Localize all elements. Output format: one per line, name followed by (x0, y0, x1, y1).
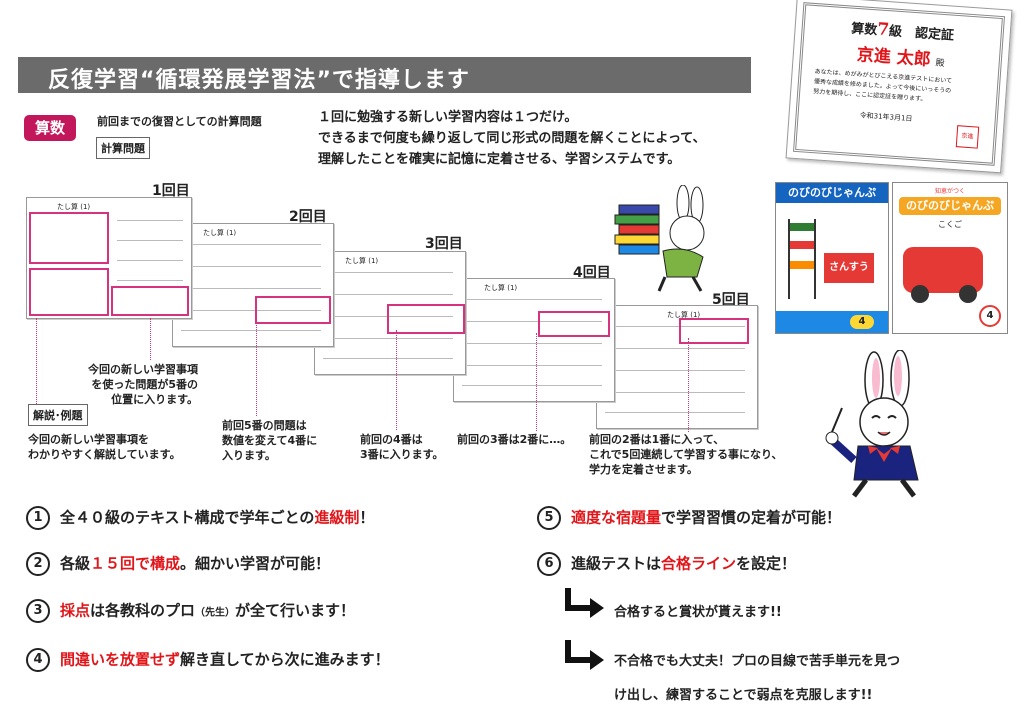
certificate: 算数7級 認定証 京進 太郎 殿 あなたは、めがみがとびこえる京進テストにおいて… (785, 0, 1013, 174)
worksheet-3: たし算 (1) (314, 251, 466, 375)
caption-5: 前回の2番は1番に入って、これで5回連続して学習する事になり、学力を定着させます… (589, 433, 783, 476)
subject-badge: 算数 (24, 115, 76, 141)
arrow-right-icon (565, 588, 604, 618)
round-label-3: 3回目 (425, 236, 463, 252)
calc-label: 計算問題 (96, 137, 150, 159)
fail-note-line1: 不合格でも大丈夫！プロの目線で苦手単元を見つ (614, 654, 901, 669)
worksheet-2: たし算 (1) (172, 223, 334, 347)
worksheet-5: たし算 (1) (596, 305, 758, 429)
connector-1 (36, 318, 37, 404)
round-label-5: 5回目 (712, 292, 750, 308)
rabbit-in-suit-illustration (825, 350, 919, 498)
review-note: 前回までの復習としての計算問題 (97, 115, 262, 128)
new-item-note: 今回の新しい学習事項 を使った問題が5番の 位置に入ります。 (88, 363, 198, 406)
seal-stamp: 京進 (955, 125, 980, 149)
connector-2 (256, 320, 257, 416)
caption-2: 前回5番の問題は数値を変えて4番に入ります。 (222, 419, 318, 462)
explain-label: 解説･例題 (28, 404, 88, 426)
round-label-4: 4回目 (573, 265, 611, 281)
caption-1: 今回の新しい学習事項をわかりやすく解説しています。 (28, 433, 181, 461)
connector-4 (536, 333, 537, 431)
connector-5 (688, 338, 689, 432)
arrow-right-icon (565, 640, 604, 670)
textbook-math: のびのびじゃんぷ さんすう 4 (775, 182, 889, 334)
caption-4: 前回の3番は2番に…。 (457, 433, 572, 446)
connector-3 (396, 330, 397, 430)
worksheet-4: たし算 (1) (453, 278, 615, 402)
round-label-2: 2回目 (289, 209, 327, 225)
worksheet-1: たし算 (1) (26, 197, 192, 319)
round-label-1: 1回目 (152, 183, 190, 199)
pass-note: 合格すると賞状が貰えます!! (614, 605, 782, 620)
connector-new (150, 318, 151, 360)
rabbit-carrying-books-illustration (614, 185, 705, 292)
intro-text: １回に勉強する新しい学習内容は１つだけ。 できるまで何度も繰り返して同じ形式の問… (318, 110, 706, 167)
header-bar (18, 57, 751, 93)
page-title: 反復学習“循環発展学習法”で指導します (48, 68, 470, 93)
textbook-japanese: 知恵がつく のびのびじゃんぷ こくご 4 (892, 182, 1008, 334)
fail-note-line2: け出し、練習することで弱点を克服します!! (614, 688, 873, 703)
